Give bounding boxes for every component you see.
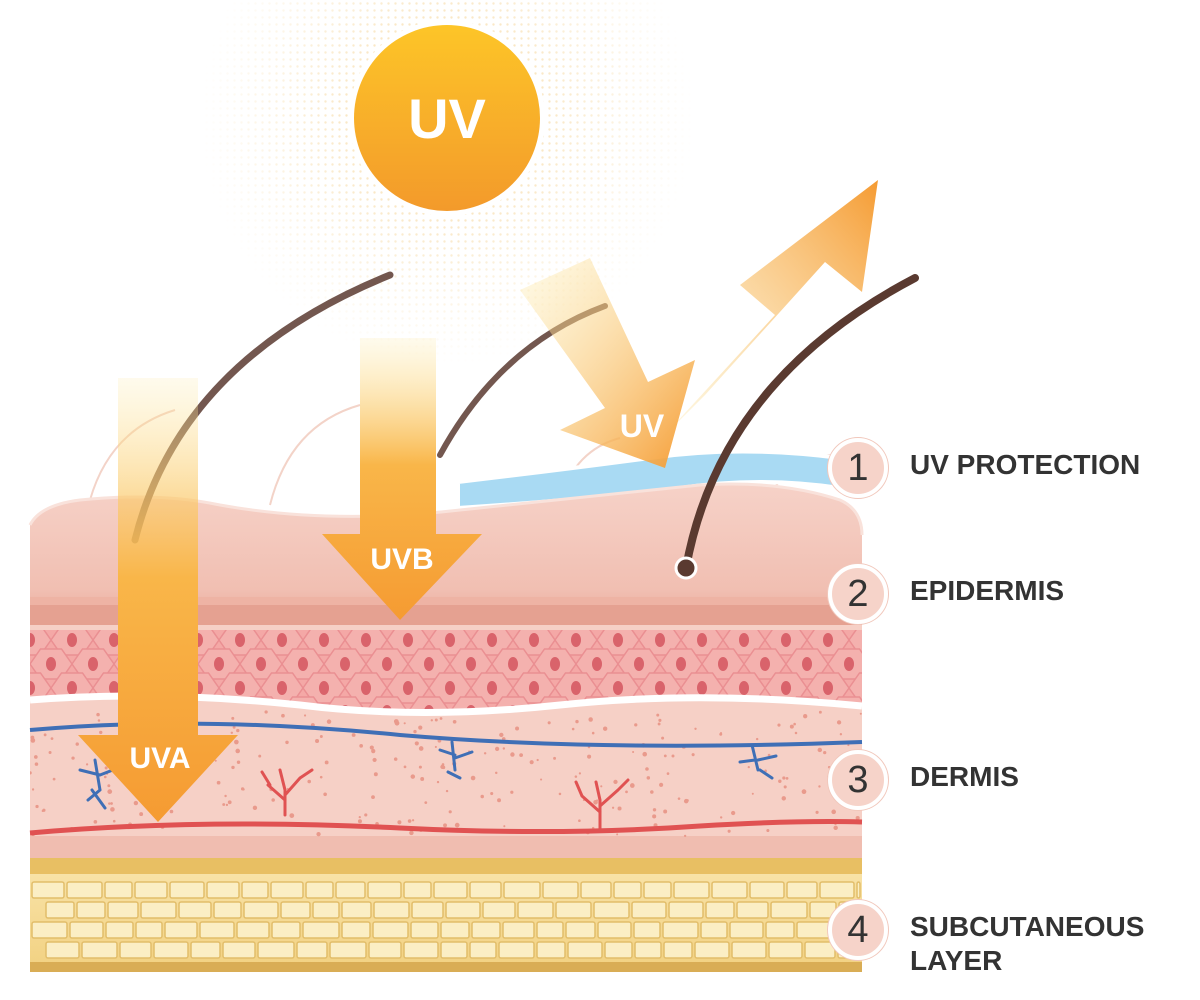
uva-label: UVA <box>129 742 190 775</box>
layer-number-badge: 1 <box>828 438 888 498</box>
layer-number-badge: 4 <box>828 900 888 960</box>
layer-number-badge: 3 <box>828 750 888 810</box>
legend-epidermis: 2 EPIDERMIS <box>828 564 1200 624</box>
subcutaneous-layer <box>30 858 862 972</box>
layer-label-uv-protection: UV PROTECTION <box>910 449 1141 480</box>
layer-label-dermis: DERMIS <box>910 761 1019 792</box>
uv-reflected-arrow <box>520 180 878 468</box>
uva-arrow <box>78 378 238 822</box>
uv-reflected-label: UV <box>620 408 665 444</box>
layer-label-epidermis: EPIDERMIS <box>910 575 1065 606</box>
legend-subcutaneous: 4 SUBCUTANEOUS LAYER <box>828 900 1170 978</box>
legend-uv-protection: 1 UV PROTECTION <box>828 438 1200 498</box>
layer-number-badge: 2 <box>828 564 888 624</box>
layer-label-subcutaneous: SUBCUTANEOUS LAYER <box>910 911 1145 976</box>
sun-label: UV <box>408 87 486 150</box>
uvb-label: UVB <box>370 543 433 576</box>
legend-dermis: 3 DERMIS <box>828 750 1200 810</box>
sun <box>349 20 545 216</box>
uvb-arrow <box>322 338 482 620</box>
